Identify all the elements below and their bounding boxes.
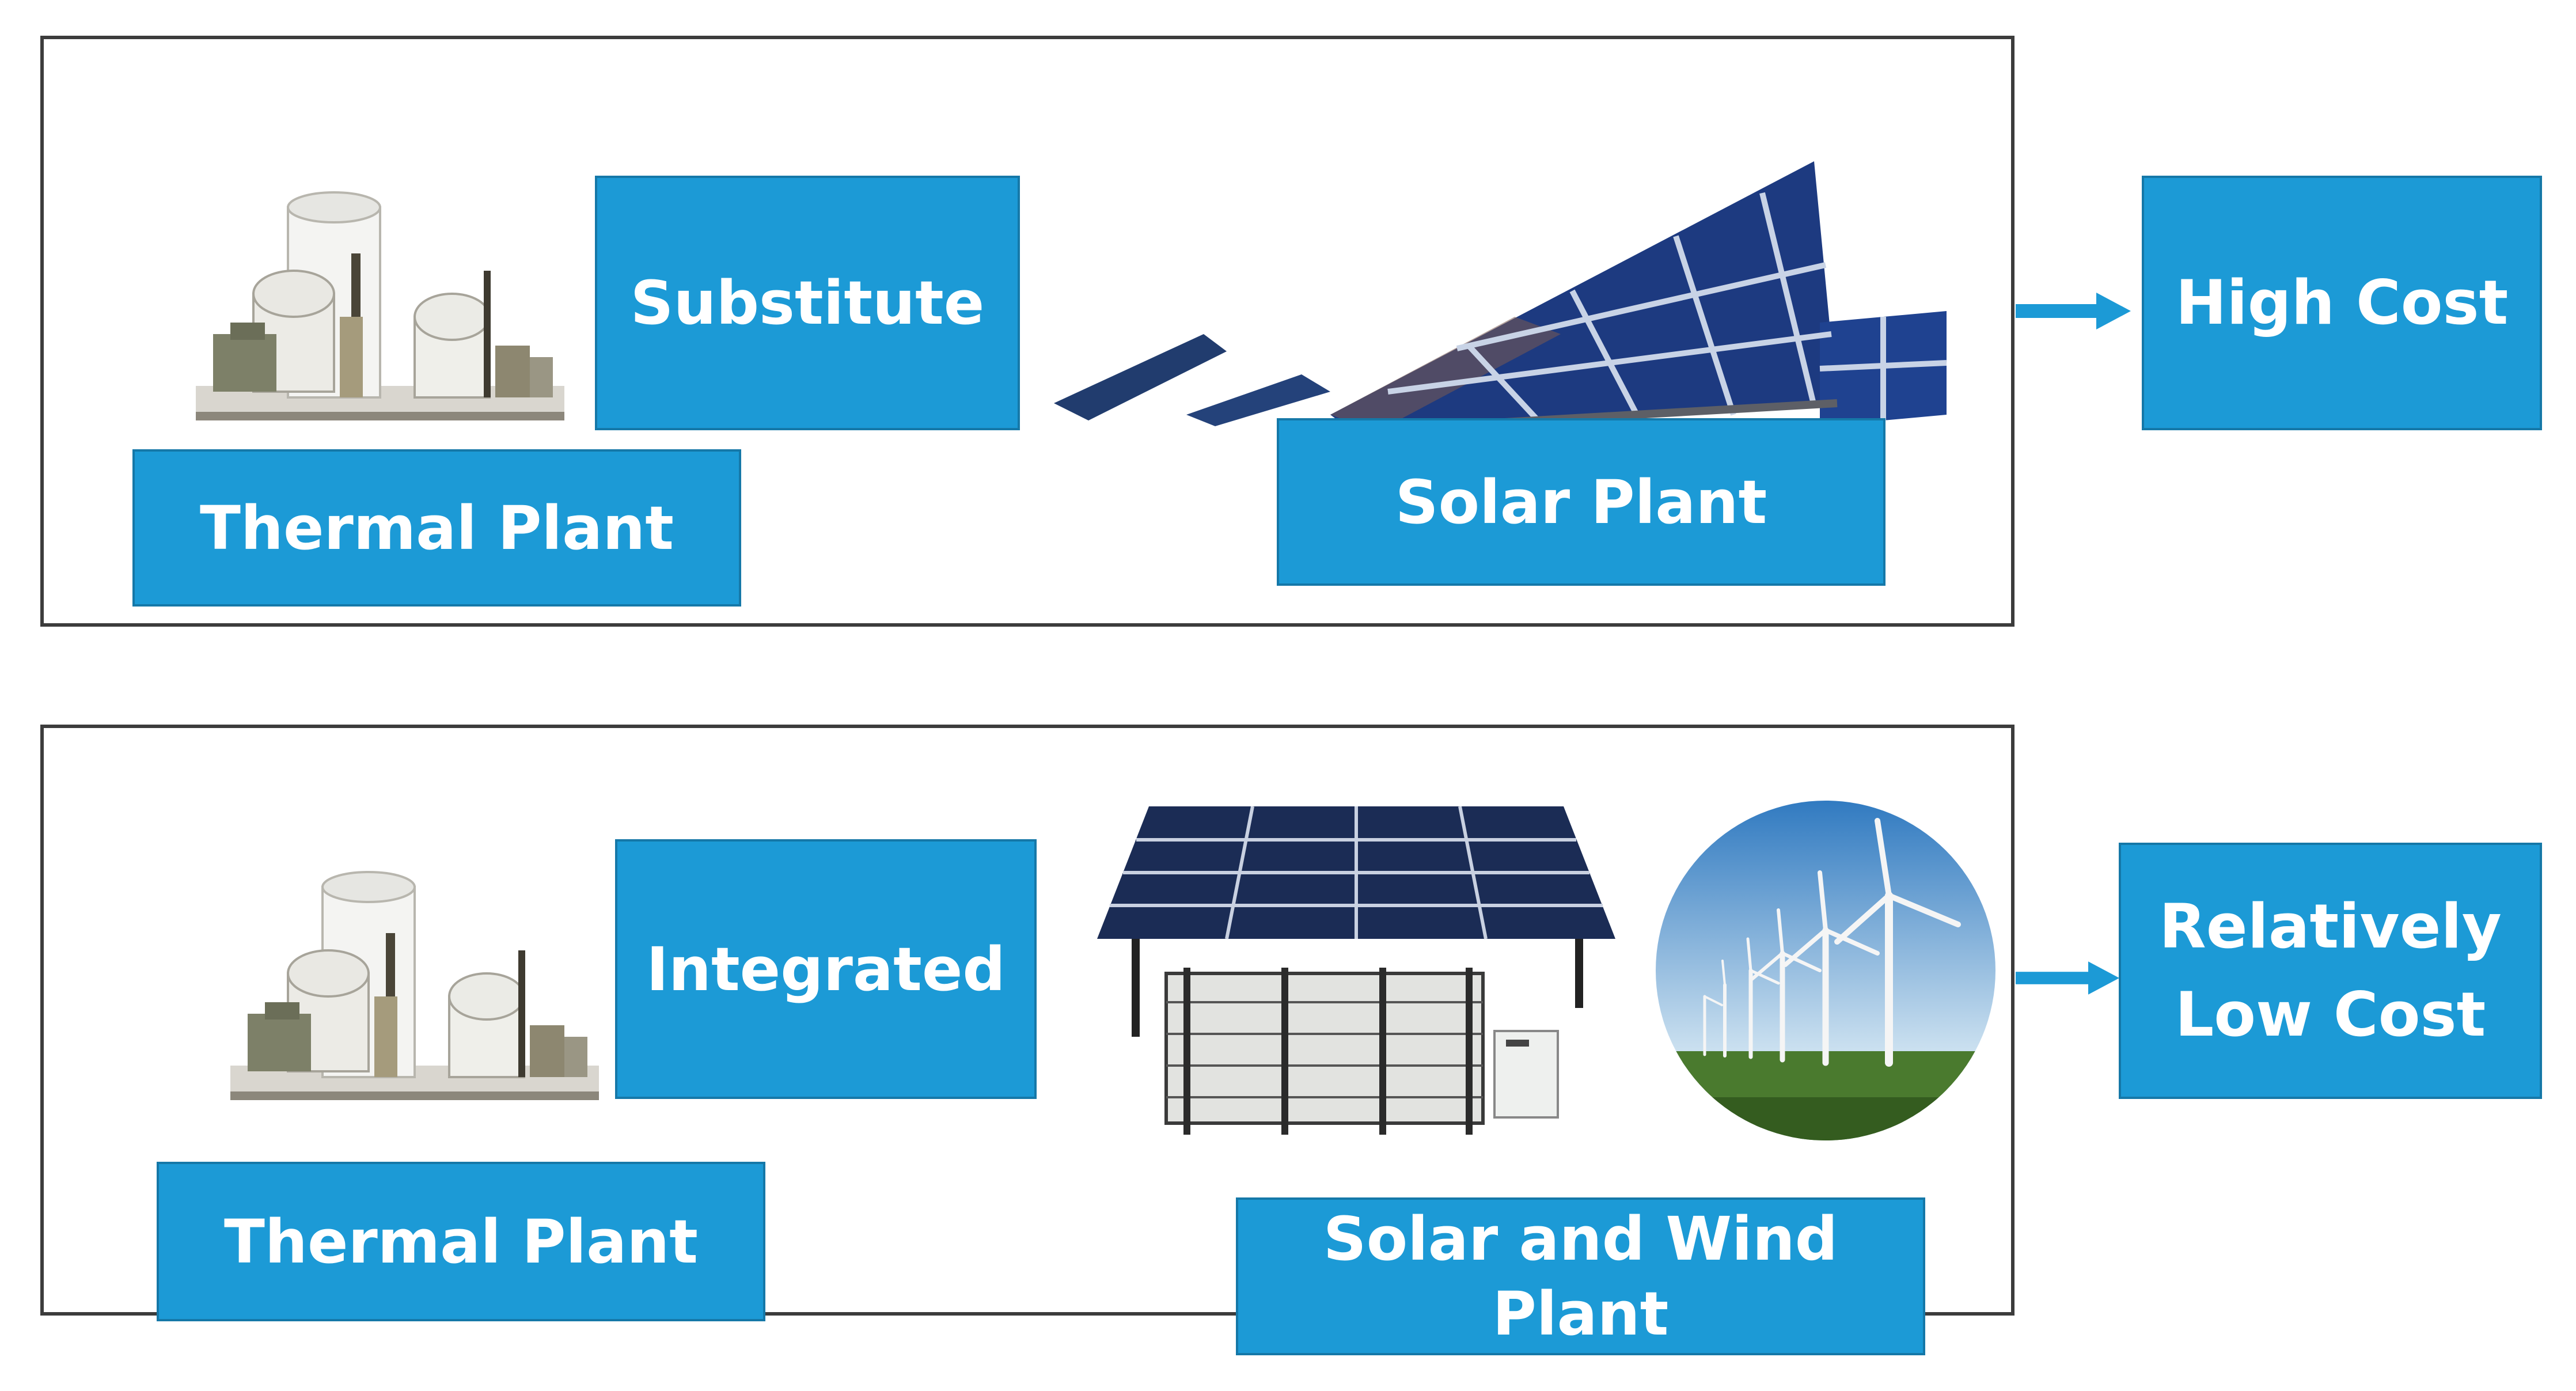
- thermal-plant-label-top: Thermal Plant: [132, 449, 741, 607]
- integrated-text: Integrated: [646, 934, 1006, 1005]
- thermal-plant-text-bottom: Thermal Plant: [223, 1206, 698, 1277]
- arrow-to-high-cost: [2016, 288, 2131, 334]
- thermal-plant-label-bottom: Thermal Plant: [157, 1162, 765, 1321]
- solar-plant-text: Solar Plant: [1395, 467, 1767, 537]
- solar-panel-icon: [1054, 161, 1947, 438]
- low-cost-label: Relatively Low Cost: [2119, 843, 2542, 1099]
- substitute-text: Substitute: [630, 268, 985, 338]
- solar-array-icon: [1097, 806, 1615, 1135]
- solar-plant-label: Solar Plant: [1277, 418, 1885, 586]
- thermal-plant-icon-bottom: [230, 864, 599, 1106]
- substitute-label: Substitute: [595, 176, 1020, 430]
- wind-turbine-icon: [1653, 798, 1998, 1143]
- thermal-plant-text-top: Thermal Plant: [199, 492, 674, 563]
- solar-wind-plant-text: Solar and Wind Plant: [1323, 1204, 1838, 1349]
- low-cost-line2: Low Cost: [2175, 979, 2486, 1050]
- thermal-plant-icon: [196, 184, 564, 426]
- solar-wind-plant-label: Solar and Wind Plant: [1236, 1197, 1925, 1355]
- integrated-label: Integrated: [615, 839, 1037, 1099]
- high-cost-text: High Cost: [2175, 267, 2509, 338]
- arrow-to-low-cost: [2016, 955, 2119, 1001]
- high-cost-label: High Cost: [2142, 176, 2542, 430]
- low-cost-line1: Relatively: [2159, 891, 2502, 962]
